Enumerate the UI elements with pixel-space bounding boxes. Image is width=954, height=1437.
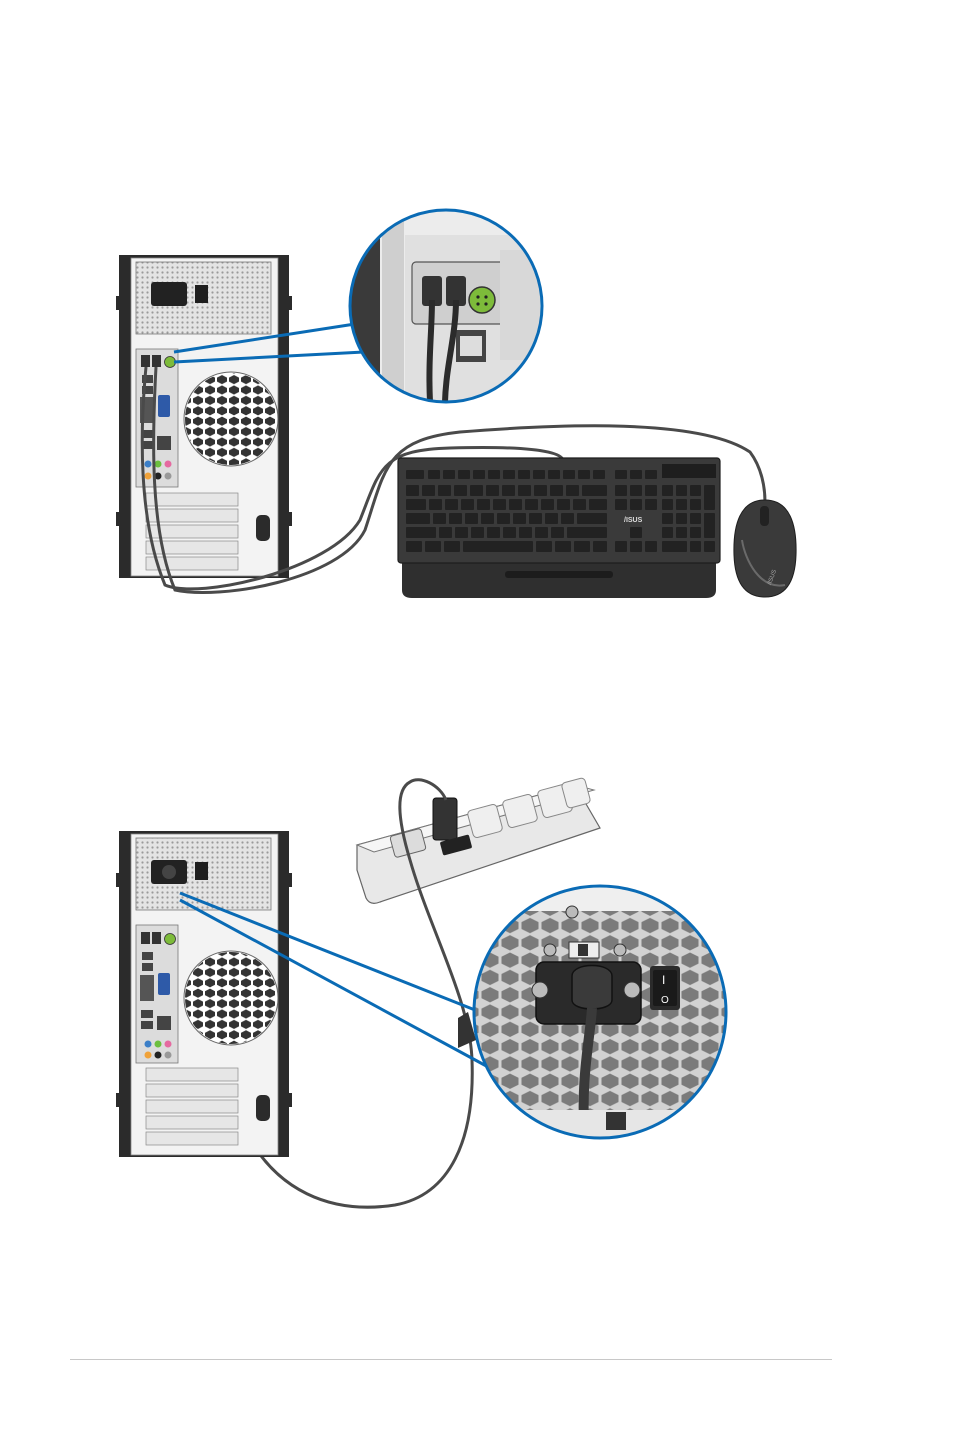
ps2-zoom-callout (350, 210, 542, 405)
switch-on-symbol: I (662, 973, 665, 987)
power-socket-zoom-callout: I O (458, 886, 726, 1140)
palm-rest-groove (505, 571, 613, 578)
footer-rule (70, 1359, 832, 1360)
strip-plug (433, 798, 457, 840)
switch-off-symbol: O (661, 995, 669, 1006)
lan-port (157, 436, 171, 450)
lock-loop (256, 515, 270, 541)
ps2-port (165, 357, 176, 368)
figure-keyboard-mouse: /ISUS /ISUS (116, 210, 796, 598)
keyboard: /ISUS (398, 458, 720, 598)
keyboard-brand: /ISUS (624, 517, 643, 524)
figure-power-cord: I O (116, 777, 726, 1207)
vga-port (158, 395, 170, 417)
scroll-wheel (760, 506, 769, 526)
mouse: /ISUS (734, 500, 796, 597)
tower-back-panel-2 (116, 831, 292, 1157)
media-panel (662, 464, 716, 478)
power-switch (195, 285, 208, 303)
ps2-port-zoom (469, 287, 495, 313)
power-socket (151, 282, 187, 306)
power-plug-zoom (572, 966, 612, 1010)
power-strip (357, 777, 600, 903)
